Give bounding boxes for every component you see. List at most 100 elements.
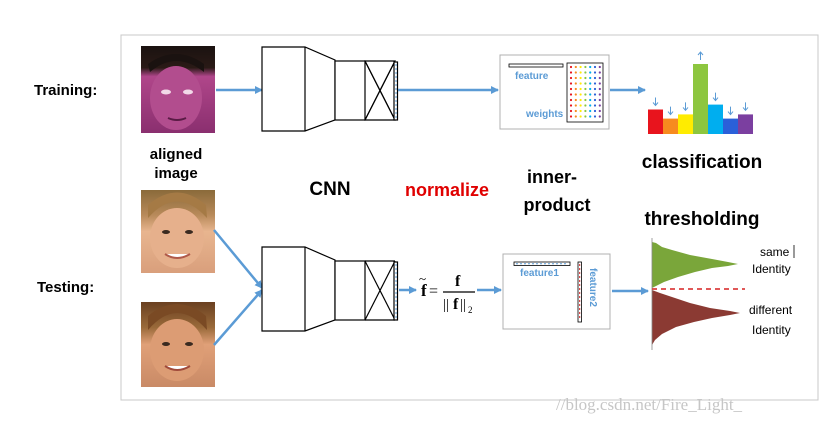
weight-dot xyxy=(598,109,601,113)
weight-dot xyxy=(593,109,597,113)
weight-dot xyxy=(598,65,601,69)
svg-text:||: || xyxy=(460,297,466,313)
weight-dot xyxy=(589,71,592,74)
bar-down-arrow-icon xyxy=(682,102,689,112)
aligned-image-label-1: aligned xyxy=(150,146,203,163)
innerproduct-box-training xyxy=(499,54,610,130)
same-identity-label-2: Identity xyxy=(752,262,791,276)
formula-f-tilde: f xyxy=(421,281,427,300)
weight-dot xyxy=(589,115,592,118)
classification-bar xyxy=(738,114,753,134)
inner-product-label-1: inner- xyxy=(527,167,577,187)
weight-dot xyxy=(569,109,573,113)
classification-bar xyxy=(708,104,723,134)
weight-dot xyxy=(589,104,592,107)
weight-dot xyxy=(598,82,601,85)
weight-dot xyxy=(598,76,601,80)
svg-text:||: || xyxy=(443,297,449,313)
weight-dot xyxy=(579,98,582,102)
feature1-label: feature1 xyxy=(520,268,559,279)
weight-dot xyxy=(574,98,577,102)
weight-dot xyxy=(584,65,587,69)
bar-down-arrow-icon xyxy=(652,97,659,107)
weight-dot xyxy=(579,87,582,91)
weight-dot xyxy=(593,98,597,102)
weight-dot xyxy=(593,76,597,80)
weight-dot xyxy=(569,76,573,80)
threshold-histogram xyxy=(651,238,745,350)
watermark-text: //blog.csdn.net/Fire_Light_ xyxy=(556,395,743,414)
weight-dot xyxy=(593,82,597,85)
thresholding-label: thresholding xyxy=(644,209,759,230)
face-image-testing-1 xyxy=(141,190,215,273)
bar-down-arrow-icon xyxy=(742,102,749,112)
weight-dot xyxy=(579,76,582,80)
weight-dot xyxy=(598,98,601,102)
weight-dot xyxy=(579,71,582,74)
weight-dot xyxy=(584,93,587,96)
weight-dot xyxy=(579,109,582,113)
weight-dot xyxy=(584,71,587,74)
weight-dot xyxy=(593,71,597,74)
weight-dot xyxy=(593,93,597,96)
weight-dot xyxy=(569,82,573,85)
weight-dot xyxy=(593,87,597,91)
weight-dot xyxy=(579,65,582,69)
weight-dot xyxy=(569,98,573,102)
classification-bar xyxy=(678,114,693,134)
weight-dot xyxy=(598,93,601,96)
weight-dot xyxy=(598,115,601,118)
weight-dot xyxy=(584,109,587,113)
training-label: Training: xyxy=(34,82,97,99)
feature2-label: feature2 xyxy=(587,268,598,307)
weight-dot xyxy=(569,87,573,91)
weight-dot xyxy=(569,71,573,74)
weight-dot xyxy=(589,93,592,96)
weight-dot xyxy=(579,82,582,85)
classification-label: classification xyxy=(642,152,762,173)
weight-dot xyxy=(598,71,601,74)
weight-dot xyxy=(574,65,577,69)
weight-dot xyxy=(584,87,587,91)
cnn-label: CNN xyxy=(309,179,350,200)
cnn-block-testing xyxy=(261,246,399,332)
weight-dot xyxy=(569,104,573,107)
classification-bar xyxy=(723,118,738,134)
weight-dot xyxy=(589,98,592,102)
formula-numerator: f xyxy=(455,273,461,290)
face-image-testing-2 xyxy=(141,302,215,387)
different-identity-label-1: different xyxy=(749,303,793,317)
bar-down-arrow-icon xyxy=(667,106,674,116)
formula-equals: = xyxy=(429,283,438,300)
classification-bar xyxy=(693,64,708,134)
weight-dot xyxy=(598,104,601,107)
weight-dot xyxy=(574,109,577,113)
weight-dot xyxy=(574,93,577,96)
weight-dot xyxy=(598,87,601,91)
weight-dot xyxy=(569,65,573,69)
weight-dot xyxy=(574,82,577,85)
weight-dot xyxy=(574,115,577,118)
classification-bar xyxy=(648,109,663,134)
weight-dot xyxy=(579,104,582,107)
same-identity-distribution xyxy=(652,242,738,288)
different-identity-distribution xyxy=(652,290,740,345)
weight-dot xyxy=(574,104,577,107)
weight-dot xyxy=(589,87,592,91)
normalize-label: normalize xyxy=(405,180,489,200)
weight-dot xyxy=(593,104,597,107)
inner-product-label-2: product xyxy=(524,195,591,215)
weight-dot xyxy=(584,82,587,85)
classification-bar xyxy=(663,118,678,134)
bar-down-arrow-icon xyxy=(727,106,734,116)
testing-label: Testing: xyxy=(37,279,94,296)
bar-down-arrow-icon xyxy=(712,92,719,102)
weight-dot xyxy=(584,115,587,118)
weight-dot xyxy=(574,71,577,74)
weight-dot xyxy=(589,76,592,80)
weight-dot xyxy=(589,65,592,69)
weight-dot xyxy=(593,115,597,118)
classification-bar-chart xyxy=(648,51,753,134)
face-image-training xyxy=(141,46,215,133)
